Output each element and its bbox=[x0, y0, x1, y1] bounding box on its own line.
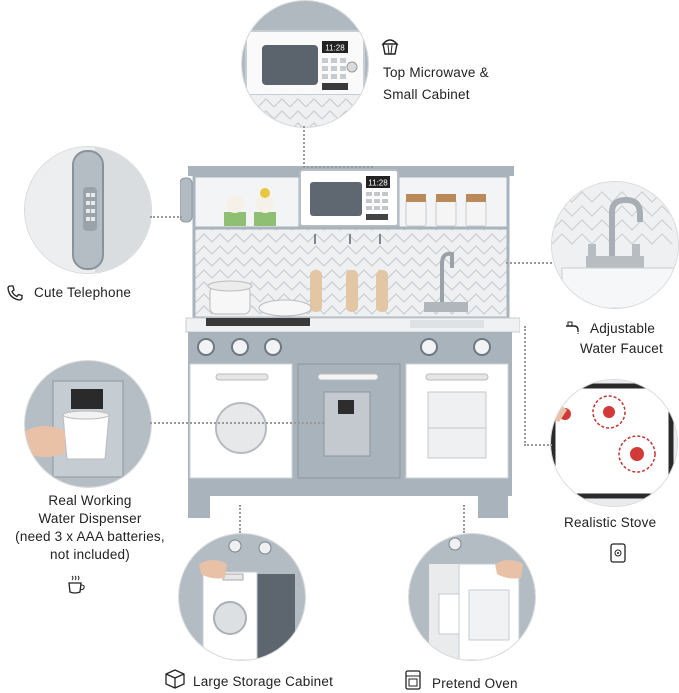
cup-icon bbox=[66, 574, 88, 596]
storage-cabinet-detail-photo bbox=[178, 533, 306, 661]
connector-line-oven bbox=[463, 505, 465, 533]
microwave-feature-label: Top Microwave & Small Cabinet bbox=[383, 64, 489, 104]
stove-detail-photo bbox=[550, 379, 678, 507]
connector-line-cabinet bbox=[239, 505, 241, 533]
stove-feature-label: Realistic Stove bbox=[564, 515, 657, 530]
water-dispenser-detail-photo bbox=[24, 360, 152, 488]
dispenser-feature-label: Real Working Water Dispenser (need 3 x A… bbox=[0, 492, 180, 564]
connector-line-telephone bbox=[150, 216, 182, 218]
faucet-icon bbox=[564, 318, 582, 336]
microwave-label-line1: Top Microwave & bbox=[383, 65, 489, 80]
connector-line-faucet bbox=[506, 262, 552, 264]
box-icon bbox=[164, 668, 186, 690]
microwave-detail-photo: 11:28 bbox=[241, 0, 369, 128]
dispenser-label-line1: Real Working bbox=[48, 493, 132, 508]
telephone-detail-photo bbox=[24, 146, 152, 274]
connector-line-stove bbox=[524, 326, 552, 446]
telephone-feature-label: Cute Telephone bbox=[34, 285, 132, 300]
oven-feature-label: Pretend Oven bbox=[432, 676, 518, 691]
svg-text:11:28: 11:28 bbox=[368, 179, 388, 188]
phone-icon bbox=[6, 284, 24, 302]
microwave-label-line2: Small Cabinet bbox=[383, 87, 470, 102]
stove-icon bbox=[609, 543, 627, 563]
faucet-detail-photo bbox=[551, 181, 679, 309]
oven-icon bbox=[404, 670, 422, 690]
cupcake-icon bbox=[379, 34, 401, 56]
faucet-feature-label: Adjustable Water Faucet bbox=[580, 320, 678, 358]
faucet-label-line1: Adjustable bbox=[590, 321, 656, 336]
cabinet-feature-label: Large Storage Cabinet bbox=[193, 674, 334, 689]
microwave-clock-text: 11:28 bbox=[325, 44, 345, 53]
connector-line-dispenser bbox=[150, 422, 324, 424]
faucet-label-line2: Water Faucet bbox=[580, 341, 663, 356]
dispenser-label-line4: not included) bbox=[50, 547, 130, 562]
dispenser-label-line2: Water Dispenser bbox=[38, 511, 142, 526]
connector-line-microwave bbox=[303, 126, 373, 168]
dispenser-label-line3: (need 3 x AAA batteries, bbox=[15, 529, 165, 544]
pretend-oven-detail-photo bbox=[408, 533, 536, 661]
play-kitchen-illustration: 11:28 bbox=[180, 160, 520, 525]
